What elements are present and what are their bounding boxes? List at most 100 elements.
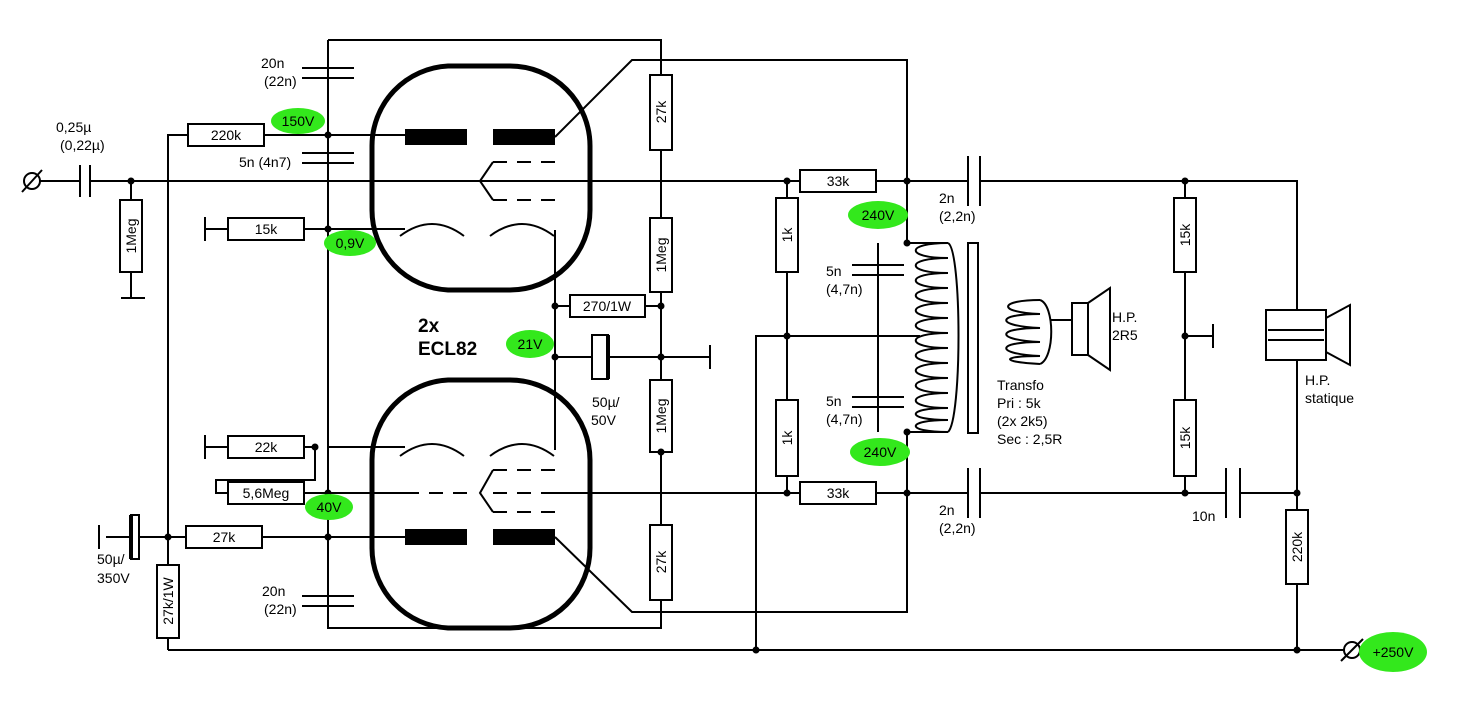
tube-label: 2x ECL82 (418, 316, 477, 360)
resistor-270-1w: 270/1W (569, 294, 646, 318)
svg-text:10n: 10n (1192, 508, 1215, 524)
svg-text:50µ/: 50µ/ (592, 394, 620, 410)
svg-text:(22n): (22n) (264, 601, 297, 617)
svg-text:20n: 20n (262, 583, 285, 599)
svg-text:2R5: 2R5 (1112, 327, 1138, 343)
svg-text:Sec : 2,5R: Sec : 2,5R (997, 431, 1062, 447)
voltage-0-9v: 0,9V (324, 230, 376, 256)
resistor-1meg-b: 1Meg (649, 379, 673, 453)
resistor-33k-top: 33k (799, 169, 877, 193)
resistor-1k-bottom: 1k (775, 399, 799, 477)
svg-text:2n: 2n (939, 190, 955, 206)
svg-text:Pri : 5k: Pri : 5k (997, 395, 1042, 411)
capacitor-2n-top: 2n (2,2n) (939, 156, 981, 224)
speaker-static: H.P. statique (1265, 303, 1354, 406)
capacitor-5n-transfo-top: 5n (4,7n) (826, 263, 904, 297)
capacitor-input: 0,25µ (0,22µ) (56, 119, 105, 197)
resistor-22k: 22k (227, 435, 305, 459)
svg-text:22k: 22k (255, 439, 279, 455)
capacitor-50u-cathode: 50µ/ 50V (591, 334, 620, 428)
svg-text:15k: 15k (255, 221, 279, 237)
svg-text:50µ/: 50µ/ (97, 551, 125, 567)
svg-text:statique: statique (1305, 390, 1354, 406)
svg-text:1k: 1k (779, 430, 795, 446)
svg-text:(2x 2k5): (2x 2k5) (997, 413, 1048, 429)
svg-text:(2,2n): (2,2n) (939, 208, 976, 224)
resistor-1meg-a: 1Meg (649, 217, 673, 293)
svg-text:1Meg: 1Meg (653, 398, 669, 433)
svg-text:2n: 2n (939, 502, 955, 518)
tube-top (369, 63, 593, 293)
label: 220k (211, 127, 242, 143)
svg-text:0,25µ: 0,25µ (56, 119, 91, 135)
svg-text:1k: 1k (779, 227, 795, 243)
svg-text:5n: 5n (826, 393, 842, 409)
capacitor-2n-bottom: 2n (2,2n) (939, 468, 981, 536)
svg-text:27k/1W: 27k/1W (160, 576, 176, 624)
svg-text:+250V: +250V (1373, 644, 1415, 660)
svg-text:15k: 15k (1177, 223, 1193, 247)
svg-text:(2,2n): (2,2n) (939, 520, 976, 536)
resistor-1meg-grid: 1Meg (119, 199, 143, 273)
tube-bottom (369, 377, 593, 631)
output-transformer: Transfo Pri : 5k (2x 2k5) Sec : 2,5R (914, 242, 1062, 447)
svg-text:H.P.: H.P. (1305, 372, 1330, 388)
resistor-5-6meg: 5,6Meg (227, 481, 305, 505)
resistor-220k-right: 220k (1285, 509, 1309, 585)
capacitor-50u-supply: 50µ/ 350V (97, 514, 140, 586)
svg-text:(4,7n): (4,7n) (826, 411, 863, 427)
svg-text:240V: 240V (864, 444, 897, 460)
svg-text:220k: 220k (1289, 531, 1305, 562)
capacitor-5n: 5n (4n7) (239, 152, 354, 170)
svg-text:H.P.: H.P. (1112, 309, 1137, 325)
input-terminal (21, 169, 43, 193)
capacitor-5n-transfo-bottom: 5n (4,7n) (826, 393, 904, 427)
svg-text:27k: 27k (653, 550, 669, 574)
voltage-240v-bottom: 240V (850, 438, 910, 466)
resistor-27k-top: 27k (649, 74, 673, 151)
svg-text:2x: 2x (418, 316, 440, 337)
capacitor-20n-top: 20n (22n) (261, 40, 354, 158)
svg-text:27k: 27k (653, 100, 669, 124)
svg-text:(4,7n): (4,7n) (826, 281, 863, 297)
resistor-1k-top: 1k (775, 197, 799, 273)
voltage-250v: +250V (1359, 632, 1427, 672)
supply-terminal (1340, 638, 1364, 662)
resistor-27k-bias: 27k (185, 525, 263, 549)
svg-text:1Meg: 1Meg (123, 218, 139, 253)
speaker-dynamic: H.P. 2R5 (1050, 286, 1138, 372)
svg-text:15k: 15k (1177, 426, 1193, 450)
svg-text:50V: 50V (591, 412, 617, 428)
capacitor-20n-bottom: 20n (22n) (262, 537, 354, 628)
junctions (127, 131, 1301, 654)
svg-text:40V: 40V (317, 499, 343, 515)
svg-text:150V: 150V (282, 113, 315, 129)
capacitor-10n: 10n (1192, 468, 1241, 524)
resistor-27k-bottom: 27k (649, 524, 673, 601)
resistor-15k-right-top: 15k (1173, 197, 1197, 273)
voltage-21v: 21V (506, 330, 554, 358)
resistor-27k-1w: 27k/1W (156, 564, 180, 639)
svg-text:33k: 33k (827, 485, 851, 501)
svg-text:5n (4n7): 5n (4n7) (239, 154, 291, 170)
svg-text:5n: 5n (826, 263, 842, 279)
resistor-15k: 15k (227, 217, 305, 241)
svg-text:20n: 20n (261, 55, 284, 71)
resistor-220k-in: 220k (187, 123, 265, 147)
svg-text:21V: 21V (518, 336, 544, 352)
voltage-40v: 40V (305, 494, 353, 520)
svg-text:(0,22µ): (0,22µ) (60, 137, 105, 153)
voltage-150v: 150V (271, 108, 325, 134)
svg-text:Transfo: Transfo (997, 377, 1044, 393)
svg-text:270/1W: 270/1W (583, 298, 632, 314)
svg-text:27k: 27k (213, 529, 237, 545)
svg-text:1Meg: 1Meg (653, 237, 669, 272)
svg-text:ECL82: ECL82 (418, 339, 477, 360)
svg-text:(22n): (22n) (264, 73, 297, 89)
voltage-240v-top: 240V (848, 201, 908, 229)
svg-text:0,9V: 0,9V (336, 235, 365, 251)
svg-text:33k: 33k (827, 173, 851, 189)
svg-text:350V: 350V (97, 570, 130, 586)
resistor-33k-bottom: 33k (799, 481, 877, 505)
